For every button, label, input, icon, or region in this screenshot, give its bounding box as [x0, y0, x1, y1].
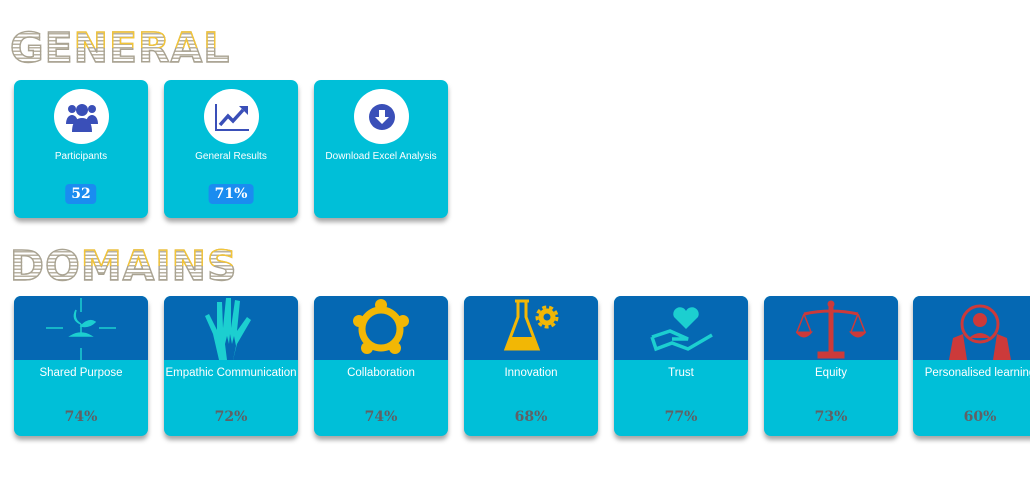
- general-heading: GENERAL: [9, 24, 231, 72]
- domain-label: Collaboration: [347, 367, 415, 379]
- users-icon: [54, 89, 109, 144]
- people-circle-icon: [353, 299, 409, 354]
- domain-card-empathic-communication[interactable]: Empathic Communication 72%: [164, 296, 298, 436]
- general-results-label: General Results: [195, 151, 267, 162]
- download-excel-label: Download Excel Analysis: [325, 151, 437, 162]
- general-results-card[interactable]: General Results 71%: [164, 80, 298, 218]
- domain-card-innovation[interactable]: Innovation 68%: [464, 296, 598, 436]
- hands-icon: [205, 298, 251, 360]
- domain-score: 73%: [814, 409, 848, 425]
- participants-card[interactable]: Participants 52: [14, 80, 148, 218]
- domain-label: Innovation: [504, 367, 558, 379]
- scales-icon: [796, 300, 866, 359]
- domains-heading: DOMAINS: [9, 242, 238, 290]
- download-excel-card[interactable]: Download Excel Analysis: [314, 80, 448, 218]
- domain-score: 60%: [963, 409, 997, 425]
- domain-score: 74%: [364, 409, 398, 425]
- general-results-value: 71%: [208, 184, 254, 204]
- domain-card-trust[interactable]: Trust 77%: [614, 296, 748, 436]
- domain-score: 72%: [214, 409, 248, 425]
- domain-card-equity[interactable]: Equity 73%: [764, 296, 898, 436]
- domain-label: Shared Purpose: [39, 367, 123, 379]
- domain-score: 77%: [664, 409, 698, 425]
- person-target-icon: [949, 304, 1011, 360]
- download-icon: [354, 89, 409, 144]
- domain-card-shared-purpose[interactable]: Shared Purpose 74%: [14, 296, 148, 436]
- domain-score: 68%: [514, 409, 548, 425]
- flask-gear-icon: [503, 299, 559, 351]
- participants-count: 52: [65, 184, 97, 204]
- chart-line-icon: [204, 89, 259, 144]
- domain-card-collaboration[interactable]: Collaboration 74%: [314, 296, 448, 436]
- domain-card-personalised-learning[interactable]: Personalised learning 60%: [913, 296, 1030, 436]
- general-heading-accent: GENERAL: [76, 26, 230, 48]
- domains-heading-accent: DOMAINS: [78, 244, 237, 266]
- participants-label: Participants: [54, 151, 108, 162]
- plant-icon: [46, 298, 116, 360]
- domain-label: Equity: [815, 367, 847, 379]
- domain-label: Trust: [668, 367, 694, 379]
- domain-label: Empathic Communication: [165, 367, 297, 379]
- heart-hand-icon: [650, 307, 713, 352]
- domain-score: 74%: [64, 409, 98, 425]
- domain-label: Personalised learning: [924, 367, 1030, 379]
